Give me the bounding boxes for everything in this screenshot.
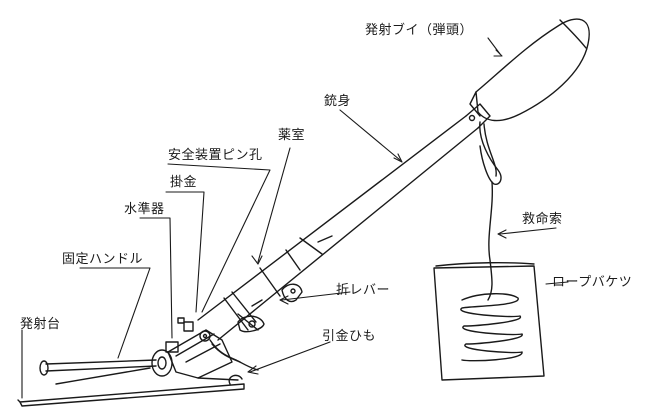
breech-mount-drawing xyxy=(165,317,239,381)
label-pull-cord: 引金ひも xyxy=(322,329,377,344)
label-buoy-warhead: 発射ブイ（弾頭） xyxy=(365,23,474,38)
label-rope-bucket: ロープバケツ xyxy=(552,275,633,290)
label-folding-lever: 折レバー xyxy=(336,283,391,298)
leader-lines xyxy=(21,37,569,399)
barrel-drawing xyxy=(197,103,491,341)
label-lifeline: 救命索 xyxy=(522,212,563,227)
fixed-handle-drawing xyxy=(39,349,173,385)
label-barrel: 銃身 xyxy=(324,94,352,109)
pull-cord-drawing xyxy=(209,339,259,371)
lifeline-drawing xyxy=(479,121,502,301)
rope-bucket-drawing xyxy=(433,261,545,381)
label-hook: 掛金 xyxy=(170,175,198,190)
label-chamber: 薬室 xyxy=(278,128,306,143)
buoy-drawing xyxy=(469,18,590,122)
label-level: 水準器 xyxy=(124,202,165,217)
launch-base-plate xyxy=(17,374,245,407)
label-launch-base: 発射台 xyxy=(20,317,61,332)
folding-lever-drawing xyxy=(237,283,303,333)
label-fixed-handle: 固定ハンドル xyxy=(62,252,144,267)
label-safety-pin-hole: 安全装置ピン孔 xyxy=(168,148,263,163)
